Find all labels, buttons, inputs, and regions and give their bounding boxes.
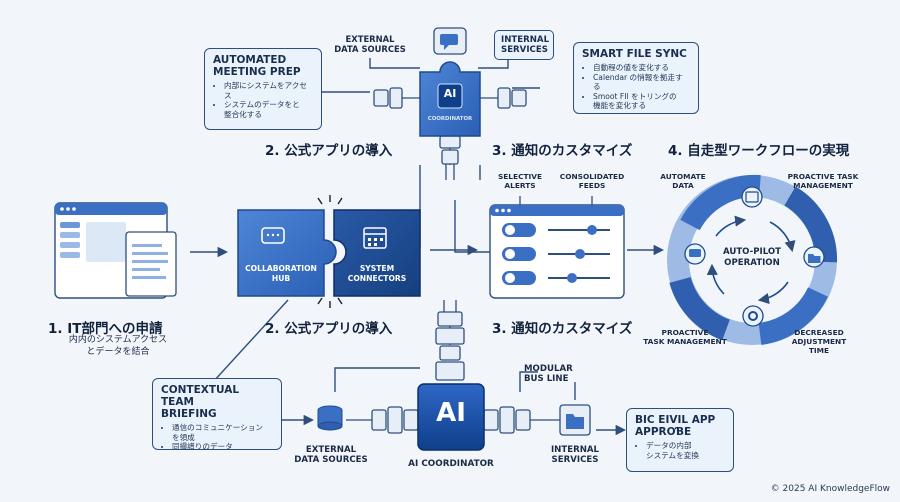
- label-modular-bus: MODULAR BUS LINE: [524, 364, 573, 384]
- step-1-subtitle: 内内のシステムアクセス とデータを結合: [68, 335, 168, 357]
- step-3-heading-mid: 3. 通知のカスタマイズ: [492, 321, 633, 337]
- collaboration-hub-puzzle: [237, 209, 337, 297]
- slider-2: [548, 249, 610, 259]
- label-automate-data: AUTOMATE DATA: [660, 172, 706, 190]
- database-icon: [317, 405, 343, 431]
- browser-document-illustration: [54, 202, 177, 299]
- step-3-heading-top: 3. 通知のカスタマイズ: [492, 143, 633, 159]
- cable-left: [373, 87, 420, 109]
- step-1-heading: 1. IT部門への申請: [48, 321, 163, 337]
- callout-smart-file-sync: SMART FILE SYNC 自動程の値を変化する Calendar の悄報を…: [573, 42, 699, 114]
- label-ai-coordinator: AI COORDINATOR: [408, 459, 494, 469]
- chat-icon: [440, 34, 458, 50]
- label-autopilot: AUTO-PILOT OPERATION: [722, 247, 782, 268]
- callout-bullet: Smoot FIl をトリングの: [593, 92, 690, 102]
- copyright: © 2025 AI KnowledgeFlow: [770, 484, 890, 494]
- label-selective-alerts: SELECTIVE ALERTS: [497, 172, 543, 190]
- callout-bullet: を領成: [172, 432, 195, 442]
- label-external-data-bottom: EXTERNAL DATA SOURCES: [294, 445, 368, 465]
- callout-bullet: 自動程の値を変化する: [593, 63, 690, 73]
- callout-team-briefing: CONTEXTUAL TEAM BRIEFING 通信のコミュニケーション を領…: [152, 378, 282, 452]
- slider-3: [548, 273, 610, 283]
- cable-down: [439, 135, 461, 180]
- bottom-cable-left: [346, 406, 419, 434]
- label-external-data-top: EXTERNAL DATA SOURCES: [334, 34, 406, 54]
- callout-title: CONTEXTUAL TEAM BRIEFING: [161, 384, 240, 420]
- top-ai-coordinator: [373, 27, 527, 180]
- bottom-cable-right: [483, 406, 560, 434]
- slider-1: [548, 225, 610, 235]
- callout-bullet: システムのデータをと: [224, 100, 313, 110]
- label-ai-big: AI: [436, 398, 466, 428]
- toggle-1: [502, 223, 536, 237]
- notification-panel: [489, 196, 625, 299]
- spark-lines: [317, 195, 343, 308]
- bottom-ai-coordinator: [317, 300, 591, 451]
- step-2-heading-top: 2. 公式アプリの導入: [265, 143, 393, 159]
- callout-bullet: 整合化する: [224, 109, 262, 119]
- label-system-connectors: SYSTEM CONNECTORS: [347, 264, 407, 283]
- label-proactive-top: PROACTIVE TASK MANAGEMENT: [787, 172, 859, 190]
- callout-app-approve: BIC EIVIL APP APPROƁE データの内部 システムを変換: [626, 408, 734, 472]
- autopilot-cycle: [667, 174, 838, 345]
- callout-bullet: システムを変換: [646, 450, 699, 460]
- toggle-2: [502, 247, 536, 261]
- flow-arrows: [190, 244, 665, 436]
- calendar-node-icon: [741, 186, 763, 208]
- callout-title: AUTOMATED MEETING PREP: [213, 54, 301, 78]
- calendar-icon: [363, 227, 387, 249]
- label-coordinator-small: COORDINATOR: [427, 116, 473, 122]
- label-consolidated-feeds: CONSOLIDATED FEEDS: [559, 172, 625, 190]
- callout-bullet: データの内部: [646, 441, 725, 451]
- callout-bullet: 内部にシステムをアクセス: [224, 81, 313, 100]
- callout-bullet: 通信のコミュニケーション: [172, 423, 273, 433]
- cable-right: [480, 87, 527, 109]
- step-4-heading: 4. 自走型ワークフローの実現: [668, 143, 850, 159]
- label-internal-services-bottom: INTERNAL SERVICES: [550, 445, 600, 465]
- callout-meeting-prep: AUTOMATED MEETING PREP 内部にシステムをアクセス システム…: [204, 48, 322, 130]
- label-decreased-time: DECREASED ADJUSTMENT TIME: [791, 328, 847, 355]
- callout-bullet: 機能を変化する: [593, 101, 647, 111]
- gear-node-icon: [742, 305, 764, 327]
- ai-chip: [417, 383, 485, 451]
- label-proactive-bottom: PROACTIVE TASK MANAGEMENT: [643, 328, 727, 346]
- callout-title: SMART FILE SYNC: [582, 48, 687, 60]
- label-collaboration-hub: COLLABORATION HUB: [245, 264, 317, 283]
- label-ai-small: AI: [443, 87, 457, 100]
- cable-up: [435, 300, 465, 381]
- folder-icon: [559, 404, 591, 436]
- toggle-3: [502, 271, 536, 285]
- callout-bullet: Calendar の悄報を拠走する: [593, 73, 690, 92]
- system-connectors-puzzle: [317, 195, 421, 308]
- label-internal-services-top: INTERNAL SERVICES: [494, 30, 554, 60]
- callout-bullet: 同撮譜りのデータ: [172, 442, 273, 452]
- step-2-heading-mid: 2. 公式アプリの導入: [265, 321, 393, 337]
- callout-title: BIC EIVIL APP APPROƁE: [635, 414, 716, 438]
